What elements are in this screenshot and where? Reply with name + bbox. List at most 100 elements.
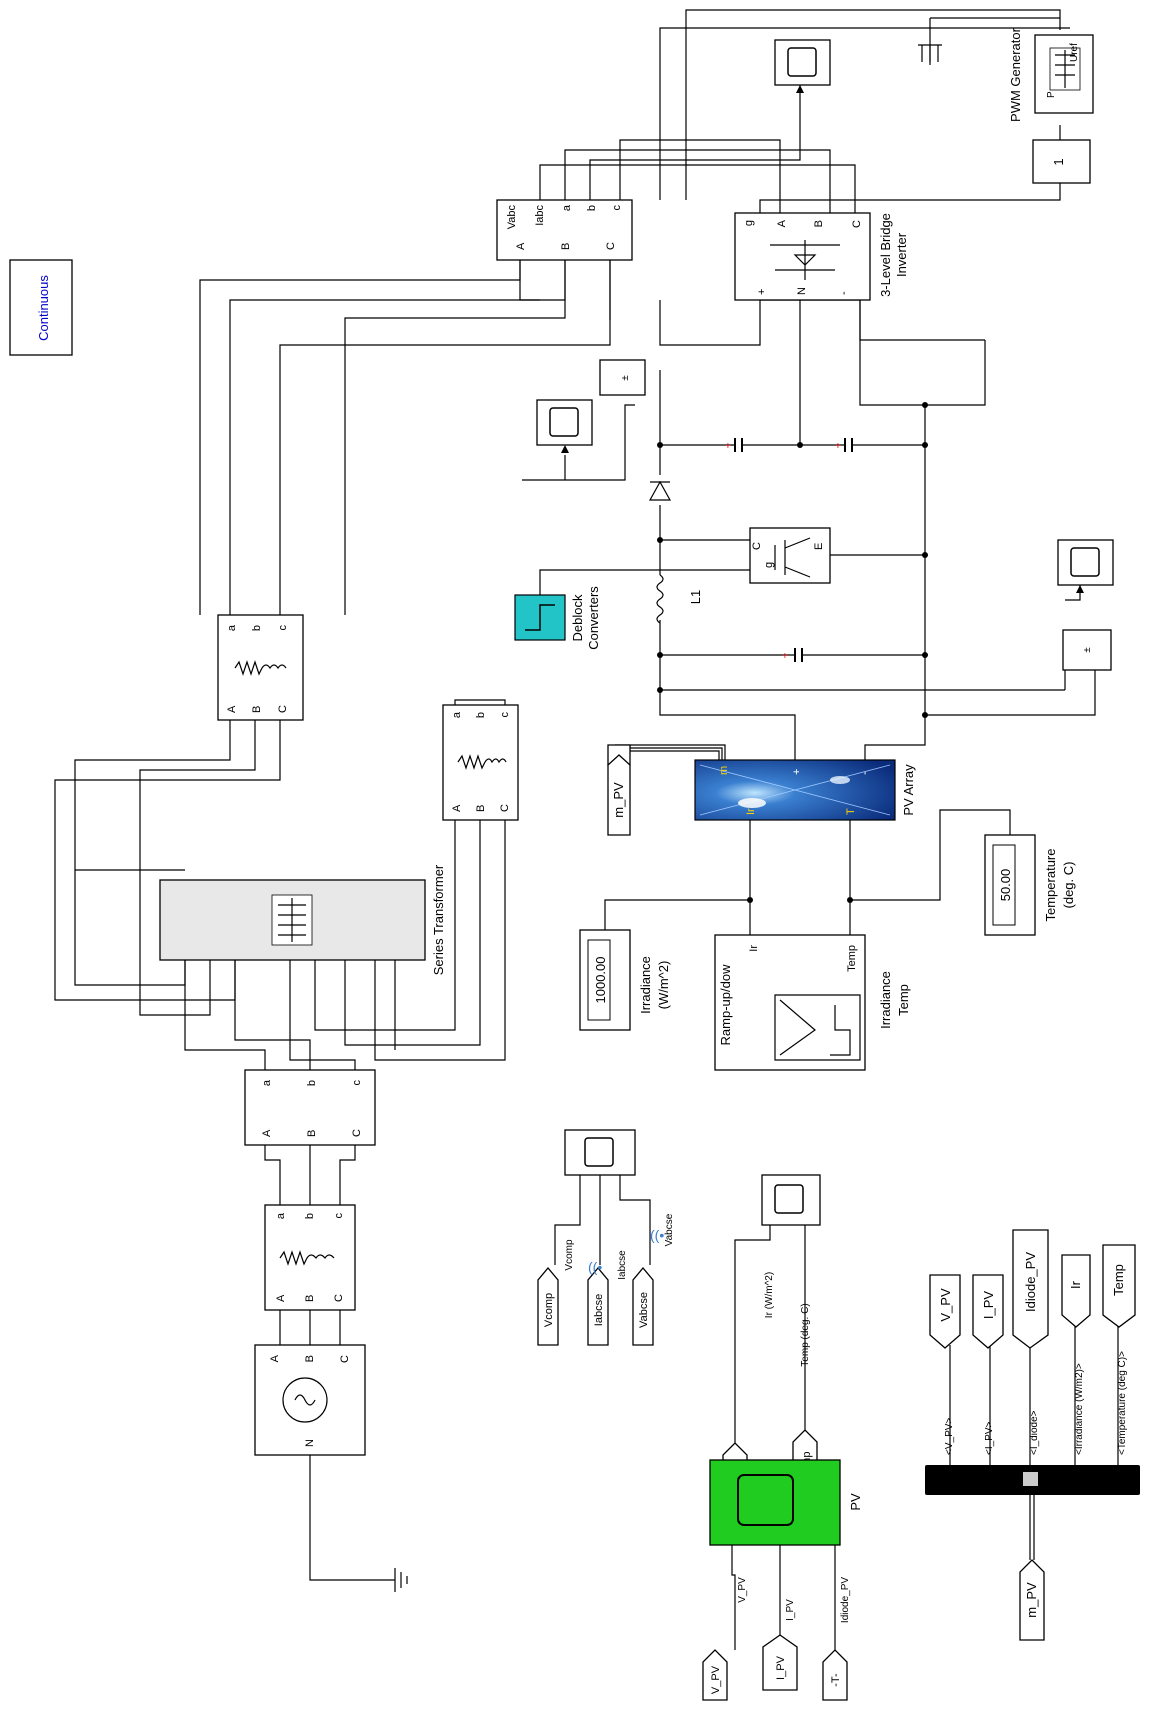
svg-text:±: ± <box>1082 647 1093 653</box>
goto-ir-top-label: Ir <box>1068 1280 1083 1289</box>
scope-pv-green[interactable]: PV <box>709 1459 863 1546</box>
ramp-label-2: Temp <box>896 984 911 1016</box>
temperature-display: 50.00 Temperature (deg. C) <box>984 834 1076 936</box>
from-vcomp[interactable]: Vcomp <box>537 1266 559 1346</box>
three-level-bridge-inverter-block[interactable]: g A B C + N - 3-Level Bridge Inverter <box>734 212 909 301</box>
svg-text:E: E <box>813 543 825 550</box>
from-m-pv-bottom[interactable]: m_PV <box>1019 1559 1045 1641</box>
ramp-ir-port: Ir <box>748 945 760 952</box>
source-port-B: B <box>304 1355 316 1362</box>
irradiance-value: 1000.00 <box>593 957 608 1004</box>
from-vabcse-label: Vabcse <box>638 1292 650 1328</box>
from-iabcse[interactable]: Iabcse <box>587 1266 609 1346</box>
inverter-port-minus: - <box>838 291 850 295</box>
from-m-pv-top[interactable]: m_PV <box>607 744 631 836</box>
temperature-label-1: Temperature <box>1043 849 1058 922</box>
gain-label: 1 <box>1051 158 1066 165</box>
shunt-transformer-block[interactable]: a b c A B C <box>217 614 304 721</box>
temperature-label-2: (deg. C) <box>1061 862 1076 909</box>
from-vabcse[interactable]: Vabcse <box>632 1266 654 1346</box>
svg-text:A: A <box>226 705 238 713</box>
source-port-N: N <box>304 1439 316 1447</box>
from-i-pv-bottom[interactable]: I_PV <box>762 1634 798 1691</box>
deblock-converters-step[interactable]: Deblock Converters <box>514 586 601 650</box>
grid-transformer-block[interactable]: a b c A B C <box>264 1204 356 1311</box>
svg-text:+: + <box>782 651 788 662</box>
goto-i-pv-top[interactable]: I_PV <box>972 1274 1004 1349</box>
ground-block-top[interactable] <box>918 44 942 62</box>
goto-v-pv-top[interactable]: V_PV <box>929 1274 961 1349</box>
scope-pv-label: PV <box>848 1493 863 1511</box>
inverter-port-B: B <box>813 220 825 227</box>
inverter-port-g: g <box>743 220 755 226</box>
irradiance-temp-ramp-block[interactable]: Ramp-up/dow Ir Temp Irradiance Temp <box>714 934 911 1071</box>
pv-port-t: T <box>845 808 857 815</box>
scope-inverter-output[interactable] <box>774 39 831 93</box>
signal-i-pv-label: I_PV <box>785 1599 796 1621</box>
goto-v-pv-top-label: V_PV <box>938 1288 953 1322</box>
goto-temp-top[interactable]: Temp <box>1102 1244 1136 1328</box>
inverter-subtitle: Inverter <box>894 232 909 277</box>
inverter-port-A: A <box>776 219 788 227</box>
bus-out-vpv: <V_PV> <box>944 1418 955 1455</box>
signal-vcomp-label: Vcomp <box>564 1239 575 1271</box>
from-v-pv-bottom[interactable]: V_PV <box>702 1649 728 1701</box>
svg-text:C: C <box>277 705 289 713</box>
boost-igbt-switch[interactable]: C g E <box>749 527 831 584</box>
svg-text:C: C <box>499 804 511 812</box>
svg-text:a: a <box>275 1212 287 1219</box>
svg-text:A: A <box>451 804 463 812</box>
bus-out-temperature: <Temperature (deg C)> <box>1117 1351 1128 1455</box>
signal-ir-label: Ir (W/m^2) <box>764 1272 775 1318</box>
svg-text:C: C <box>751 542 763 550</box>
signal-vabcse-label: Vabcse <box>664 1213 675 1246</box>
svg-text:+: + <box>725 441 731 452</box>
series-side-transformer-block[interactable]: a b c A B C <box>442 704 519 821</box>
inductor-label: L1 <box>688 590 703 604</box>
bus-out-irradiance: <Irradiance (W/m2)> <box>1074 1363 1085 1455</box>
voltage-measurement-pv[interactable]: ± <box>1062 629 1112 671</box>
scope-irradiance-temp[interactable] <box>761 1174 821 1226</box>
goto-i-pv-top-label: I_PV <box>981 1291 996 1320</box>
pv-array-block[interactable]: m + - Ir T PV Array <box>694 759 916 821</box>
ramp-title: Ramp-up/dow <box>718 964 733 1046</box>
gain-block[interactable]: 1 <box>1032 139 1091 184</box>
vi-port-iabc: Iabc <box>534 205 546 226</box>
vi-port-C: C <box>605 242 617 250</box>
bus-out-ipv: <I_PV> <box>984 1421 995 1455</box>
bus-out-idiode: <I_diode> <box>1029 1410 1040 1455</box>
vi-port-vabc: Vabc <box>506 205 518 230</box>
ramp-label-1: Irradiance <box>878 971 893 1029</box>
goto-ir-top[interactable]: Ir <box>1061 1254 1091 1328</box>
pwm-generator-block[interactable]: Uref P PWM Generator <box>1008 27 1094 122</box>
inverter-port-C: C <box>851 220 863 228</box>
bus-selector-block[interactable] <box>925 1465 1140 1495</box>
svg-text:a: a <box>226 624 238 631</box>
from-vcomp-label: Vcomp <box>543 1293 555 1327</box>
from-t-bottom[interactable]: -T- <box>822 1649 848 1701</box>
vi-port-c: c <box>611 205 623 211</box>
powergui-continuous-block[interactable]: Continuous <box>9 259 73 356</box>
inverter-port-N: N <box>796 287 808 295</box>
svg-text:B: B <box>475 805 487 812</box>
ground-block-bottom[interactable] <box>380 1568 408 1592</box>
series-transformer-block[interactable]: Series Transformer <box>159 864 446 975</box>
pwm-generator-label: PWM Generator <box>1008 27 1023 122</box>
dc-capacitor-upper: + <box>700 438 760 452</box>
three-phase-vi-measurement-block[interactable]: Vabc Iabc a b c A B C <box>496 199 633 261</box>
abc-port-c: c <box>351 1080 363 1086</box>
scope-pv-voltage[interactable] <box>1057 539 1114 593</box>
goto-temp-top-label: Temp <box>1111 1264 1126 1296</box>
irradiance-label-2: (W/m^2) <box>656 961 671 1010</box>
three-phase-breaker-block[interactable]: a b c A B C <box>244 1069 376 1146</box>
input-capacitor: + <box>765 648 830 662</box>
scope-series-voltages[interactable] <box>564 1129 636 1176</box>
goto-idiode-top[interactable]: Idiode_PV <box>1012 1229 1049 1349</box>
series-transformer-label: Series Transformer <box>431 864 446 975</box>
inverter-port-plus: + <box>756 289 768 295</box>
signal-v-pv-label: V_PV <box>737 1577 748 1603</box>
three-phase-source-block[interactable]: A B C N <box>254 1344 366 1456</box>
scope-dc-voltage[interactable] <box>536 399 593 453</box>
voltage-measurement-dc[interactable]: ± <box>599 359 646 396</box>
